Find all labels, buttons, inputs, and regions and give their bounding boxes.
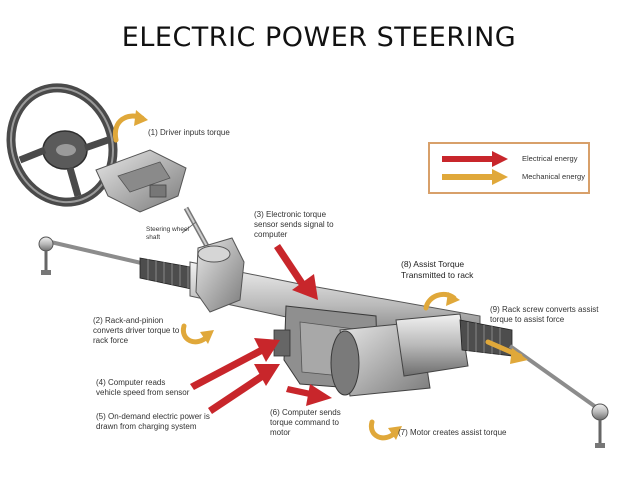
label-rack-and-pinion: (2) Rack-and-pinion converts driver torq… xyxy=(93,316,180,345)
label-motor-creates-assist: (7) Motor creates assist torque xyxy=(398,428,507,437)
label-on-demand-electric-power: (5) On-demand electric power is drawn fr… xyxy=(96,412,210,431)
label-rack-screw-converts: (9) Rack screw converts assist torque to… xyxy=(490,305,599,324)
legend-swatches xyxy=(442,151,508,185)
label-computer-sends-command: (6) Computer sends torque command to mot… xyxy=(270,408,341,437)
arrow-9-rack-screw xyxy=(485,339,528,364)
arrow-4-speed-signal xyxy=(190,338,280,390)
steering-wheel xyxy=(6,83,118,207)
steering-rack xyxy=(38,236,609,448)
arrow-8-assist-transmit xyxy=(423,291,460,311)
arrow-3-torque-signal xyxy=(274,244,318,300)
electrical-arrows xyxy=(190,244,332,414)
legend: Electrical energy Mechanical energy xyxy=(428,142,590,194)
arrow-5-electric-power xyxy=(208,364,280,414)
arrow-7-assist-torque xyxy=(368,419,402,441)
arrow-1-driver-torque xyxy=(112,110,148,143)
arrow-6-torque-command xyxy=(286,384,332,406)
label-driver-inputs-torque: (1) Driver inputs torque xyxy=(148,128,230,137)
legend-mechanical-label: Mechanical energy xyxy=(522,172,585,181)
legend-electrical-arrow xyxy=(442,151,508,167)
mechanical-arrows xyxy=(112,110,528,441)
page-title: ELECTRIC POWER STEERING xyxy=(121,22,517,53)
shaft-leader-line xyxy=(181,221,197,234)
label-assist-torque-transmitted: (8) Assist Torque Transmitted to rack xyxy=(401,259,474,280)
steering-column xyxy=(95,149,211,250)
legend-electrical-label: Electrical energy xyxy=(522,154,578,163)
label-computer-reads-speed: (4) Computer reads vehicle speed from se… xyxy=(96,378,190,397)
arrow-2-rack-force xyxy=(180,323,214,345)
label-steering-wheel-shaft: Steering wheel shaft xyxy=(146,226,189,241)
label-electronic-torque-sensor: (3) Electronic torque sensor sends signa… xyxy=(254,210,334,239)
legend-mechanical-arrow xyxy=(442,169,508,185)
